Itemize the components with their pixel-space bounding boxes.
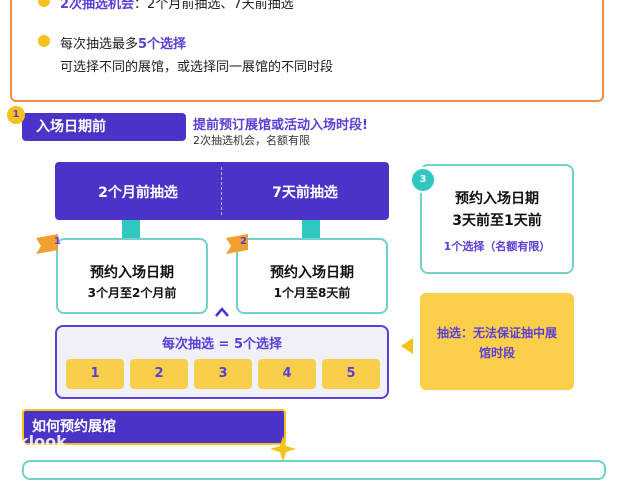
bullet-dot-1	[38, 0, 50, 7]
notice-line-1: 2次抽选机会：2个月前抽选、7天前抽选	[60, 0, 294, 12]
step1-number-badge: 1	[7, 106, 25, 124]
card-2-title: 预约入场日期	[270, 265, 354, 281]
notice-line-2-highlight: 5个选择	[138, 37, 187, 52]
choice-ticket-5: 5	[322, 359, 380, 389]
next-section-box	[22, 460, 606, 480]
step1-subline: 2次抽选机会，名额有限	[193, 134, 310, 147]
chevron-up-icon	[215, 307, 229, 317]
card-3-note: 1个选择（名额有限）	[443, 240, 551, 253]
ribbon-badge-2-icon	[226, 234, 248, 254]
notice-line-2-prefix: 每次抽选最多	[60, 37, 139, 52]
step1-label: 入场日期前	[36, 119, 106, 135]
draw-7-days-label: 7天前抽选	[272, 185, 338, 201]
step1-tag: 入场日期前	[22, 113, 186, 141]
reservation-card-3: 预约入场日期 3天前至1天前 1个选择（名额有限）	[420, 164, 574, 274]
reservation-card-2: 预约入场日期 1个月至8天前	[236, 238, 388, 314]
notice-box	[10, 0, 604, 102]
choice-ticket-1: 1	[66, 359, 124, 389]
connector-2	[302, 220, 320, 238]
reservation-card-1: 预约入场日期 3个月至2个月前	[56, 238, 208, 314]
card-3-title: 预约入场日期	[455, 191, 539, 207]
notice-line-1-highlight: 2次抽选机会	[60, 0, 135, 12]
card-1-badge-number: 1	[54, 236, 61, 247]
ribbon-badge-1-icon	[36, 234, 58, 254]
choice-ticket-4: 4	[258, 359, 316, 389]
card-2-range: 1个月至8天前	[273, 286, 351, 300]
notice-line-1-rest: ：2个月前抽选、7天前抽选	[134, 0, 294, 12]
klook-watermark: klook	[18, 432, 67, 451]
notice-line-2: 每次抽选最多5个选择	[60, 33, 186, 52]
arrow-left-icon	[401, 338, 413, 354]
lottery-note-box: 抽选：无法保证抽中展 馆时段	[420, 293, 574, 390]
bullet-dot-2	[38, 35, 50, 47]
lottery-note-line-1: 抽选：无法保证抽中展	[436, 326, 557, 340]
step1-headline: 提前预订展馆或活动入场时段!	[193, 118, 368, 133]
choice-ticket-2: 2	[130, 359, 188, 389]
choice-ticket-3: 3	[194, 359, 252, 389]
connector-1	[122, 220, 140, 238]
sparkle-icon	[270, 436, 296, 462]
draw-2-months-label: 2个月前抽选	[98, 185, 178, 201]
notice-line-3: 可选择不同的展馆，或选择同一展馆的不同时段	[60, 60, 334, 75]
how-to-reserve-bar: 如何预约展馆	[22, 409, 286, 445]
card-3-range: 3天前至1天前	[452, 213, 542, 229]
card-3-badge: 3	[410, 167, 436, 193]
lottery-note-line-2: 馆时段	[478, 346, 515, 360]
how-to-reserve-label: 如何预约展馆	[32, 419, 116, 435]
draw-bar-divider	[221, 167, 222, 215]
card-1-range: 3个月至2个月前	[87, 286, 177, 300]
card-1-title: 预约入场日期	[90, 265, 174, 281]
draw-schedule-bar: 2个月前抽选 7天前抽选	[55, 162, 389, 220]
five-choices-title: 每次抽选 = 5个选择	[162, 337, 282, 352]
card-2-badge-number: 2	[240, 236, 247, 247]
